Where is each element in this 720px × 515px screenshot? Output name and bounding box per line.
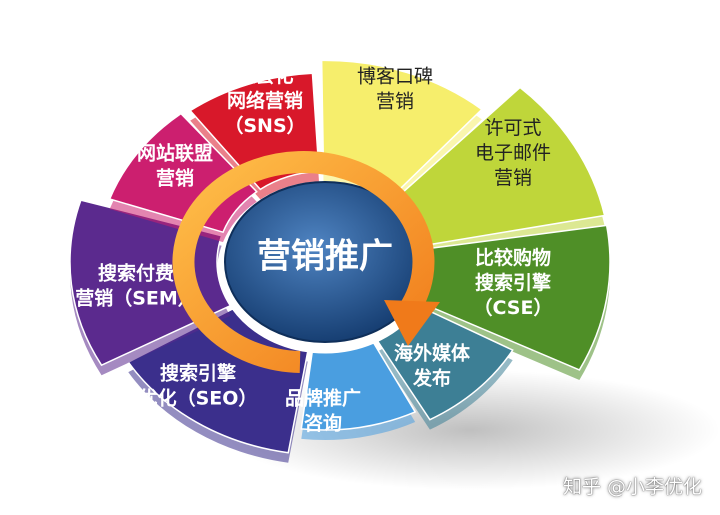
segment-brand [300,342,417,431]
segment-label-line: 海外媒体 [394,342,471,365]
segment-label-line: 比较购物 [475,246,551,269]
segment-label-line: 营销 [494,167,532,189]
segment-label-seo: 搜索引擎优化（SEO） [139,362,258,410]
segment-label-email: 许可式电子邮件营销 [475,117,551,189]
segment-label-word-of-mouth: 博客口碑营销 [357,66,433,113]
segment-label-line: 搜索引擎 [475,271,551,294]
segment-label-line: 搜索付费 [98,262,174,285]
watermark-platform: 知乎 [562,476,601,498]
segment-label-line: （CSE） [474,296,553,319]
segment-label-line: 搜索引擎 [160,362,236,385]
segment-label-line: 博客口碑 [357,66,433,88]
segment-label-line: 营销 [156,167,194,190]
segment-label-line: 发布 [412,367,451,390]
segment-label-line: 咨询 [304,412,342,435]
labels-layer: 社会化网络营销（SNS）博客口碑营销许可式电子邮件营销比较购物搜索引擎（CSE）… [75,64,552,435]
center-title: 营销推广 [257,237,393,277]
segment-label-sem: 搜索付费营销（SEM） [75,262,197,310]
cycle-arrow-icon [172,151,440,373]
segment-label-social: 社会化网络营销（SNS） [224,64,305,137]
segment-label-cse: 比较购物搜索引擎（CSE） [474,246,553,319]
segment-label-overseas-media: 海外媒体发布 [394,342,471,390]
watermark-author: @小李优化 [606,476,702,498]
segment-label-brand: 品牌推广咨询 [285,387,361,435]
watermark: 知乎 @小李优化 [563,472,702,499]
segment-label-line: 社会化 [235,64,293,87]
segment-label-line: （SNS） [224,114,305,137]
segment-label-line: 电子邮件 [475,142,551,164]
segment-label-line: 网站联盟 [137,142,213,165]
segment-label-line: 优化（SEO） [139,387,258,410]
segment-label-line: 营销（SEM） [75,287,197,310]
segment-label-line: 营销 [376,91,414,113]
segment-label-affiliate: 网站联盟营销 [137,142,213,190]
segment-label-line: 品牌推广 [285,387,361,410]
segment-label-line: 许可式 [484,117,541,139]
segment-label-line: 网络营销 [227,89,303,112]
